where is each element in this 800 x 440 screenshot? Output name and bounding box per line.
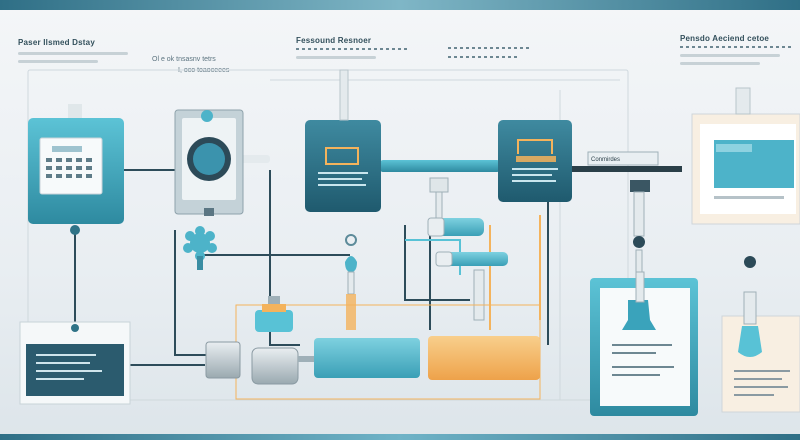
dropper-stem: [347, 271, 355, 295]
keypad-device: [28, 104, 124, 235]
right-probe-rod: [633, 191, 645, 237]
probe-cylinder: [432, 218, 484, 236]
hook-icon: [345, 234, 357, 246]
sample-card-frame: [721, 315, 800, 413]
display-icon: [517, 139, 553, 154]
right-header-ticks: [680, 46, 792, 48]
dial-indicator: [201, 110, 213, 122]
dial-icon: [193, 143, 225, 175]
flask-neck: [635, 271, 645, 303]
pipe-bar-dark: [570, 166, 682, 172]
sample-tube: [743, 291, 757, 325]
tank-assembly: [205, 296, 541, 400]
sensor-cap: [262, 304, 286, 312]
monitor-body: [305, 120, 381, 212]
sample-card-lines: [734, 370, 790, 396]
display-text-lines: [512, 168, 558, 182]
dropper-tube: [346, 294, 356, 330]
label-bar: [587, 151, 659, 166]
probe-group: [345, 177, 508, 330]
keypad-display: [52, 146, 82, 152]
wire-monitor-down: [269, 170, 300, 346]
left-header-title: Paser Ilsmed Dstay: [18, 38, 95, 47]
mid-header-ticks: [448, 47, 532, 49]
gear-icon: [183, 226, 217, 270]
dial-device: [174, 109, 244, 216]
monitor-hanger: [339, 69, 349, 121]
pipe-bar-teal: [380, 160, 500, 172]
right-monitor: [691, 87, 800, 225]
center-header-sub1: Ol e ok tnsasnv tetrs: [152, 56, 216, 63]
left-header-rule: [18, 52, 128, 55]
keypad-mount: [68, 104, 82, 118]
top-banner: [0, 0, 800, 10]
probe-cap: [427, 217, 445, 237]
right-monitor-hanger: [735, 87, 751, 115]
tank-teal: [314, 338, 420, 378]
right-header-rule: [680, 54, 780, 57]
wire-mid-loop: [404, 225, 470, 301]
right-monitor-caption: [714, 196, 784, 199]
probe-rod: [473, 269, 485, 321]
tank-coupler: [298, 356, 314, 362]
left-panel-node: [71, 324, 79, 332]
display-device: [498, 120, 572, 202]
right-probe-knob: [633, 236, 645, 248]
document-device: [590, 271, 698, 416]
keypad-keys: [46, 158, 92, 178]
left-header-rule-2: [18, 60, 98, 63]
connector-wires: [74, 169, 549, 366]
mid-header-ticks-2: [448, 56, 518, 58]
monitor-text-lines: [318, 172, 368, 186]
probe-clamp: [429, 177, 449, 193]
display-bar: [516, 156, 556, 162]
flask-icon: [622, 300, 656, 330]
right-probe-mount: [630, 180, 650, 192]
droplet-icon: [345, 256, 357, 272]
dial-stem: [204, 208, 214, 216]
wire-dial-to-valve: [174, 230, 210, 356]
sensor-knob: [268, 296, 280, 304]
bottom-banner: [0, 434, 800, 440]
right-header-rule-2: [680, 62, 760, 65]
tank-orange: [428, 336, 540, 380]
sample-knob: [744, 256, 756, 268]
sensor-box: [255, 310, 293, 332]
right-monitor-header: [716, 144, 752, 152]
valve-left: [205, 341, 241, 379]
right-header-title: Pensdo Aeciend cetoe: [680, 34, 770, 43]
probe-cylinder-2: [440, 252, 508, 266]
center-header-ticks: [296, 48, 410, 50]
label-bar-text: Conmirdes: [591, 157, 620, 163]
frame-outline: [27, 69, 629, 401]
probe-cap-2: [435, 251, 453, 267]
document-lines: [612, 344, 674, 376]
monitor-icon: [325, 147, 359, 165]
left-panel: [19, 321, 131, 405]
left-panel-lines: [36, 354, 102, 380]
center-header-title: Fessound Resnoer: [296, 36, 372, 45]
sample-card: [721, 256, 800, 413]
sample-probe-icon: [738, 326, 762, 357]
monitor-device: [305, 69, 381, 212]
center-header-rule: [296, 56, 376, 59]
keypad-node: [70, 225, 80, 235]
background-frames: [27, 69, 629, 401]
valve-body: [251, 347, 299, 385]
